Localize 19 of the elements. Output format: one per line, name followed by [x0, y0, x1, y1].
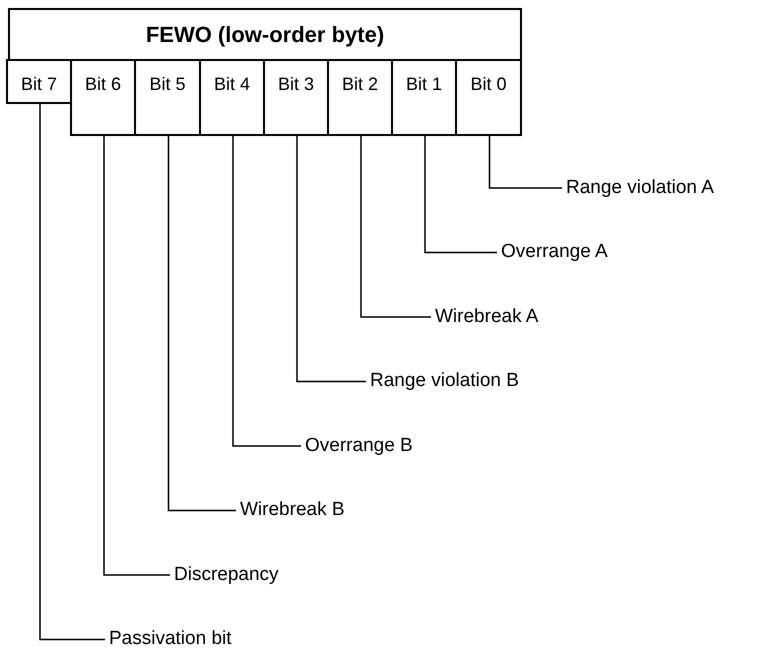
leader-line [360, 136, 431, 318]
bit-cell: Bit 7 [6, 59, 72, 104]
leader-line [488, 136, 562, 189]
leader-line [39, 104, 105, 640]
bit-description: Range violation B [370, 368, 519, 394]
bit-description: Overrange A [501, 240, 608, 266]
bit-description: Overrange B [305, 433, 413, 459]
leader-line [296, 136, 366, 382]
register-header-box: FEWO (low-order byte) [8, 8, 522, 61]
leader-line [424, 136, 497, 254]
bit-description: Discrepancy [174, 562, 279, 588]
bit-description: Passivation bit [109, 626, 232, 652]
bit-cell: Bit 0 [455, 59, 522, 136]
bit-description: Range violation A [566, 175, 714, 201]
leader-line [168, 136, 236, 512]
bit-description: Wirebreak A [435, 304, 538, 330]
leader-line [103, 136, 170, 576]
bit-description: Wirebreak B [240, 498, 345, 524]
leader-line [232, 136, 301, 447]
